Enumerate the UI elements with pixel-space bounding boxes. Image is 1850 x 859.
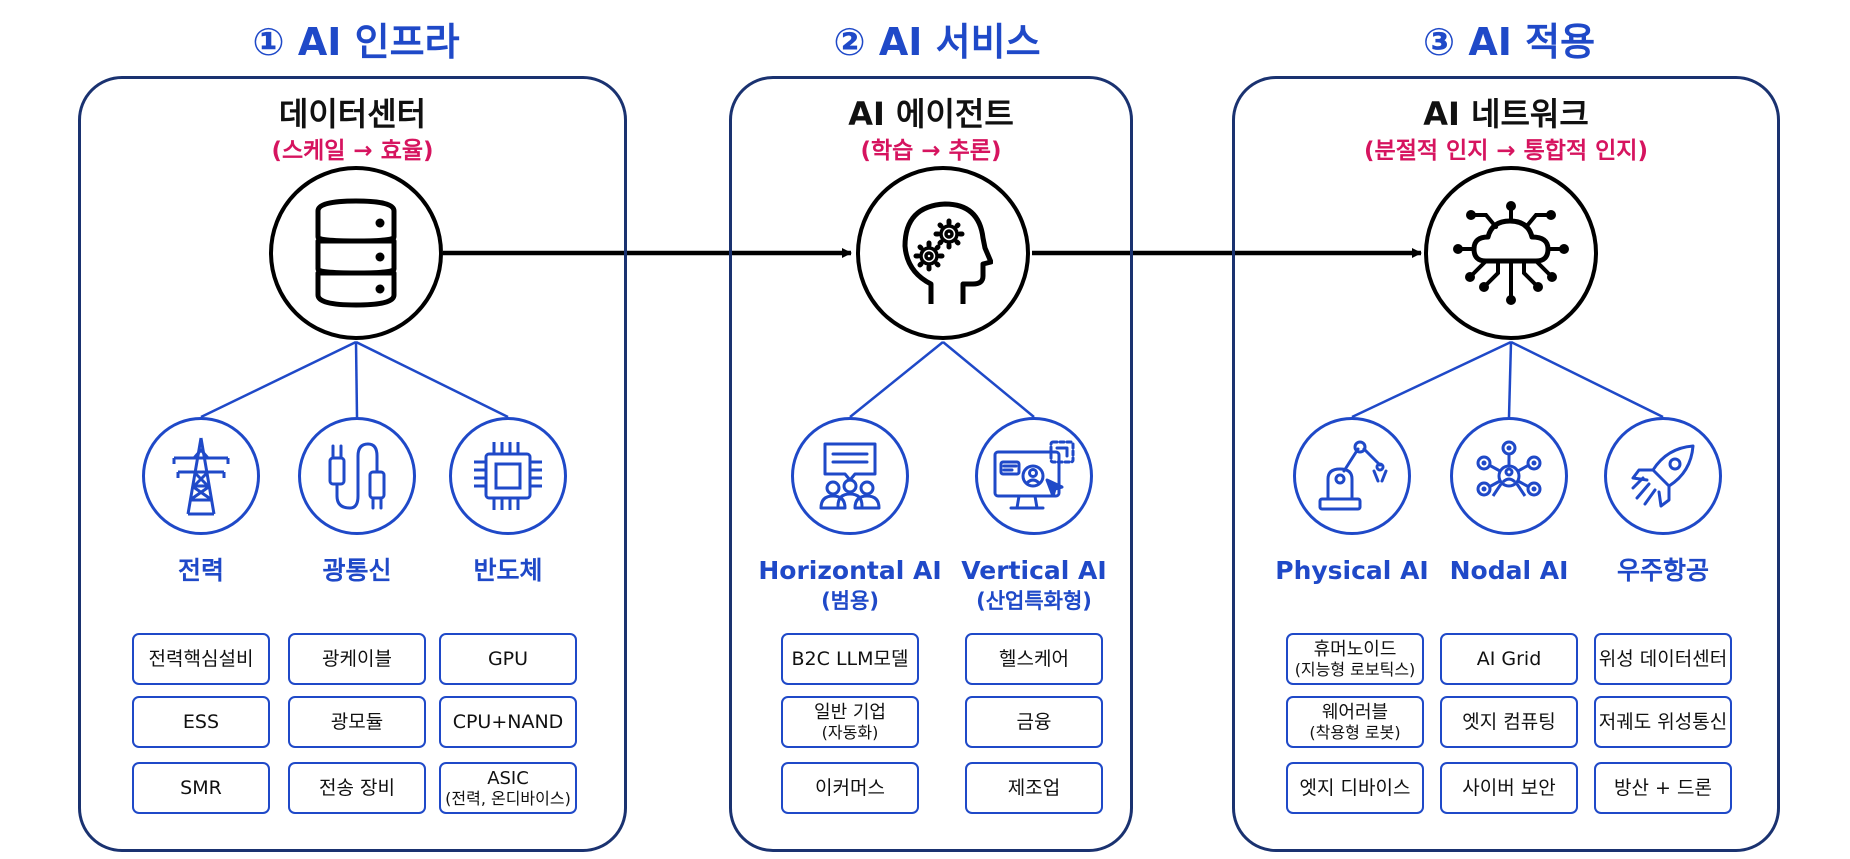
item-box: 엣지 디바이스	[1286, 762, 1424, 814]
category-name: 광통신	[322, 556, 392, 585]
category-name: Horizontal AI	[758, 556, 942, 585]
branch-line	[200, 340, 357, 419]
chip-icon	[474, 442, 542, 510]
physical-ai-circle	[1293, 417, 1411, 535]
datacenter-circle	[269, 166, 443, 340]
category-name: Nodal AI	[1449, 556, 1569, 585]
category-physical-ai: Physical AI	[1242, 554, 1462, 588]
panel-title: 데이터센터	[278, 95, 427, 133]
item-box: SMR	[132, 762, 270, 814]
stage-3-panel: AI 네트워크 (분절적 인지 → 통합적 인지)	[1232, 76, 1780, 852]
stage-1-title: ① AI 인프라	[252, 20, 460, 64]
item-box: CPU+NAND	[439, 696, 577, 748]
horizontal-ai-circle	[791, 417, 909, 535]
category-vertical-ai: Vertical AI (산업특화형)	[924, 554, 1144, 614]
item-box: 사이버 보안	[1440, 762, 1578, 814]
branch-line	[1351, 340, 1512, 419]
stage-2-title: ② AI 서비스	[833, 20, 1041, 64]
group-chat-icon	[819, 442, 881, 510]
stage-1-panel: 데이터센터 (스케일 → 효율)	[78, 76, 627, 852]
item-box: 헬스케어	[965, 633, 1103, 685]
item-box: 이커머스	[781, 762, 919, 814]
power-tower-icon	[172, 437, 230, 516]
category-paren: (범용)	[821, 589, 879, 613]
panel-subtitle: (분절적 인지 → 통합적 인지)	[1364, 138, 1648, 164]
item-box: 광케이블	[288, 633, 426, 685]
branch-line	[355, 340, 509, 419]
item-box: 전송 장비	[288, 762, 426, 814]
item-box: 금융	[965, 696, 1103, 748]
branch-line	[1510, 340, 1664, 419]
item-box: 저궤도 위성통신	[1594, 696, 1732, 748]
branch-line	[942, 341, 1035, 418]
item-box: 방산 + 드론	[1594, 762, 1732, 814]
item-box: 광모듈	[288, 696, 426, 748]
item-box: 위성 데이터센터	[1594, 633, 1732, 685]
category-paren: (산업특화형)	[976, 589, 1092, 613]
item-box: ESS	[132, 696, 270, 748]
ai-network-circle	[1424, 166, 1598, 340]
semiconductor-circle	[449, 417, 567, 535]
panel-subtitle: (스케일 → 효율)	[271, 138, 434, 164]
monitor-user-icon	[993, 440, 1075, 510]
item-box: B2C LLM모델	[781, 633, 919, 685]
category-nodal-ai: Nodal AI	[1399, 554, 1619, 588]
category-name: Vertical AI	[961, 556, 1107, 585]
robot-arm-icon	[1318, 440, 1388, 511]
panel-subtitle: (학습 → 추론)	[860, 138, 1002, 164]
category-semiconductor: 반도체	[398, 554, 618, 588]
panel-title: AI 네트워크	[1423, 95, 1589, 133]
item-box: 휴머노이드(지능형 로보틱스)	[1286, 633, 1424, 685]
item-box: 일반 기업(자동화)	[781, 696, 919, 748]
stage-3-title: ③ AI 적용	[1422, 20, 1596, 64]
branch-line	[849, 341, 944, 418]
item-box: AI Grid	[1440, 633, 1578, 685]
branch-line	[1507, 341, 1513, 418]
item-box: GPU	[439, 633, 577, 685]
database-server-icon	[315, 198, 397, 308]
optical-circle	[298, 417, 416, 535]
item-box: 엣지 컴퓨팅	[1440, 696, 1578, 748]
category-name: 우주항공	[1616, 556, 1709, 585]
panel-title: AI 에이전트	[848, 95, 1014, 133]
ai-agent-circle	[856, 166, 1030, 340]
category-aerospace: 우주항공	[1553, 554, 1773, 588]
aerospace-circle	[1604, 417, 1722, 535]
vertical-ai-circle	[975, 417, 1093, 535]
item-box: 전력핵심설비	[132, 633, 270, 685]
optical-cable-icon	[328, 442, 386, 510]
head-gears-icon	[902, 201, 993, 304]
category-horizontal-ai: Horizontal AI (범용)	[740, 554, 960, 614]
nodal-ai-circle	[1450, 417, 1568, 535]
cloud-network-icon	[1453, 201, 1569, 305]
item-box: 웨어러블(착용형 로봇)	[1286, 696, 1424, 748]
node-network-icon	[1476, 440, 1542, 497]
item-box: 제조업	[965, 762, 1103, 814]
item-box: ASIC(전력, 온디바이스)	[439, 762, 577, 814]
stage-2-panel: AI 에이전트 (학습 → 추론)	[729, 76, 1133, 852]
category-name: Physical AI	[1275, 556, 1429, 585]
rocket-icon	[1631, 444, 1695, 508]
branch-line	[354, 341, 359, 418]
category-optical: 광통신	[247, 554, 467, 588]
category-name: 반도체	[473, 556, 543, 585]
category-name: 전력	[177, 556, 224, 585]
category-power: 전력	[91, 554, 311, 588]
power-circle	[142, 417, 260, 535]
